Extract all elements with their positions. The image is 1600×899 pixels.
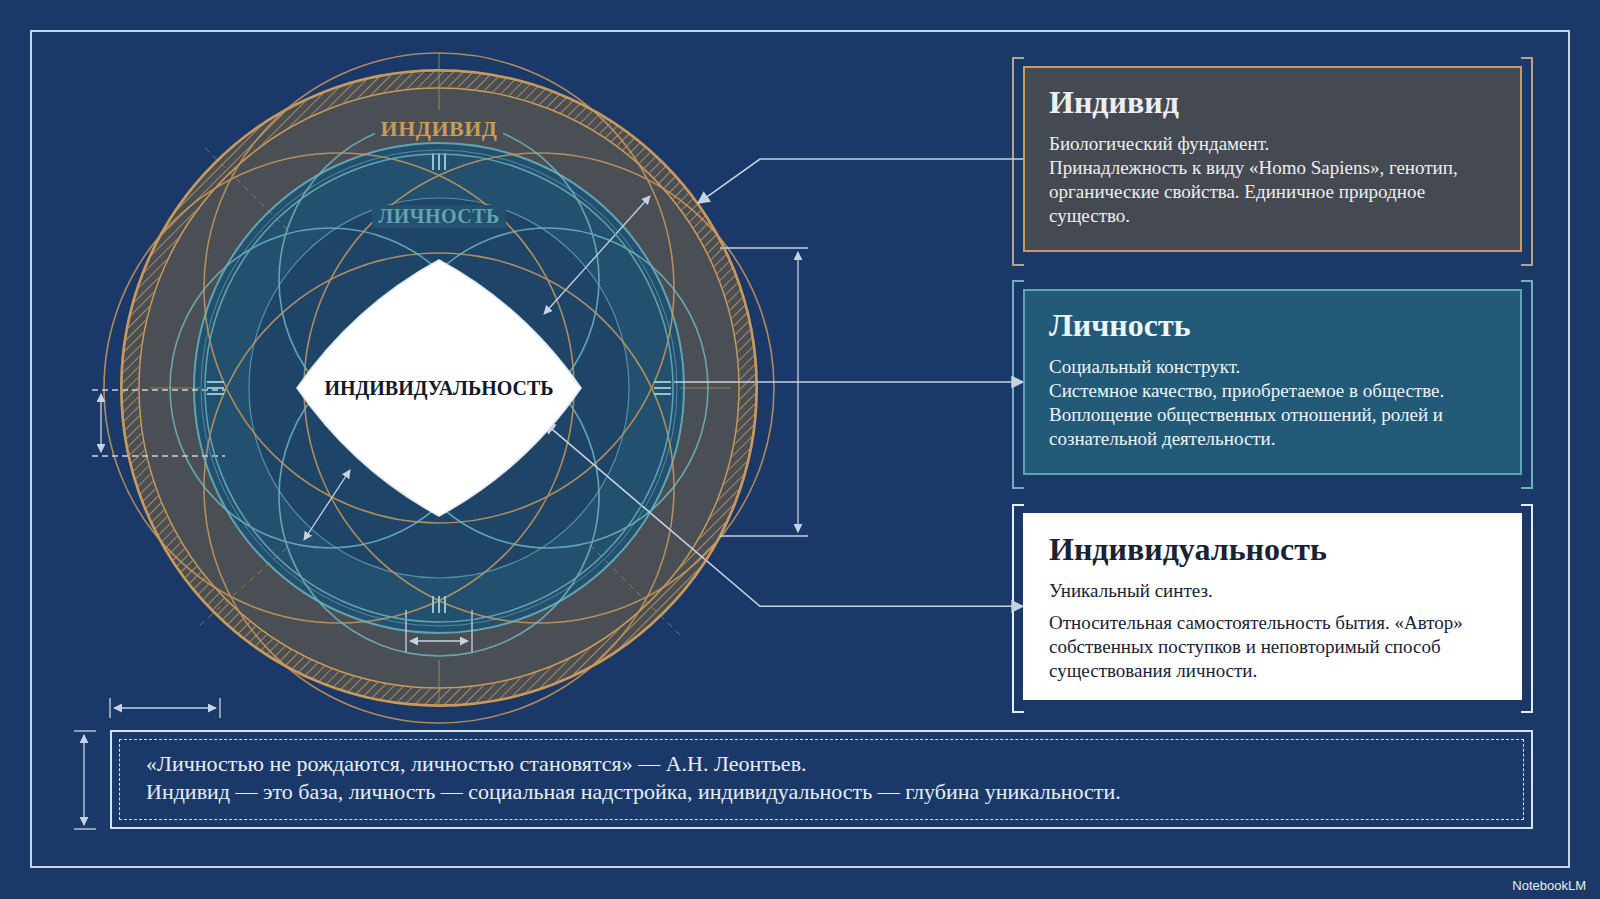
box-body: Принадлежность к виду «Homo Sapiens», ге… (1049, 156, 1496, 228)
individuality-diamond: ИНДИВИДУАЛЬНОСТЬ (297, 260, 581, 516)
individ-circle: ИНДИВИД ЛИЧНОСТЬ ИНДИВИДУАЛЬНОСТЬ (121, 70, 757, 706)
leader-arrow (544, 422, 1023, 606)
leader-arrow (698, 159, 1023, 203)
label-row: ИНДИВИД (121, 116, 757, 142)
box-heading: Индивид (1049, 82, 1496, 122)
box-heading: Личность (1049, 305, 1496, 345)
box-subtitle: Биологический фундамент. (1049, 132, 1496, 156)
individuality-box: ИндивидуальностьУникальный синтез. Относи… (1023, 513, 1522, 700)
label-row: ЛИЧНОСТЬ (204, 205, 674, 228)
box-heading: Индивидуальность (1049, 529, 1496, 569)
personality-box: ЛичностьСоциальный конструкт.Системное к… (1023, 289, 1522, 475)
box-subtitle: Социальный конструкт. (1049, 355, 1496, 379)
summary-line: Индивид — это база, личность — социальна… (146, 778, 1497, 806)
box-subtitle: Уникальный синтез. (1049, 579, 1496, 603)
personality-circle: ЛИЧНОСТЬ ИНДИВИДУАЛЬНОСТЬ (204, 153, 674, 623)
quote-line: «Личностью не рождаются, личностью стано… (146, 750, 1497, 778)
dimension-lines (74, 196, 808, 829)
page-frame (31, 31, 1569, 867)
ring-label: ИНДИВИД (375, 116, 504, 142)
circle-figure (104, 52, 774, 723)
individ-box: ИндивидБиологический фундамент.Принадлеж… (1023, 66, 1522, 252)
box-body: Системное качество, приобретаемое в обще… (1049, 379, 1496, 451)
box-body: Относительная самостоятельность бытия. «… (1049, 611, 1496, 683)
box-brackets (1013, 58, 1532, 712)
quote-box: «Личностью не рождаются, личностью стано… (110, 730, 1533, 829)
ring-label: ЛИЧНОСТЬ (372, 205, 506, 228)
watermark: NotebookLM (1512, 878, 1586, 893)
diamond-label: ИНДИВИДУАЛЬНОСТЬ (324, 377, 553, 400)
leader-arrow (674, 381, 1023, 383)
